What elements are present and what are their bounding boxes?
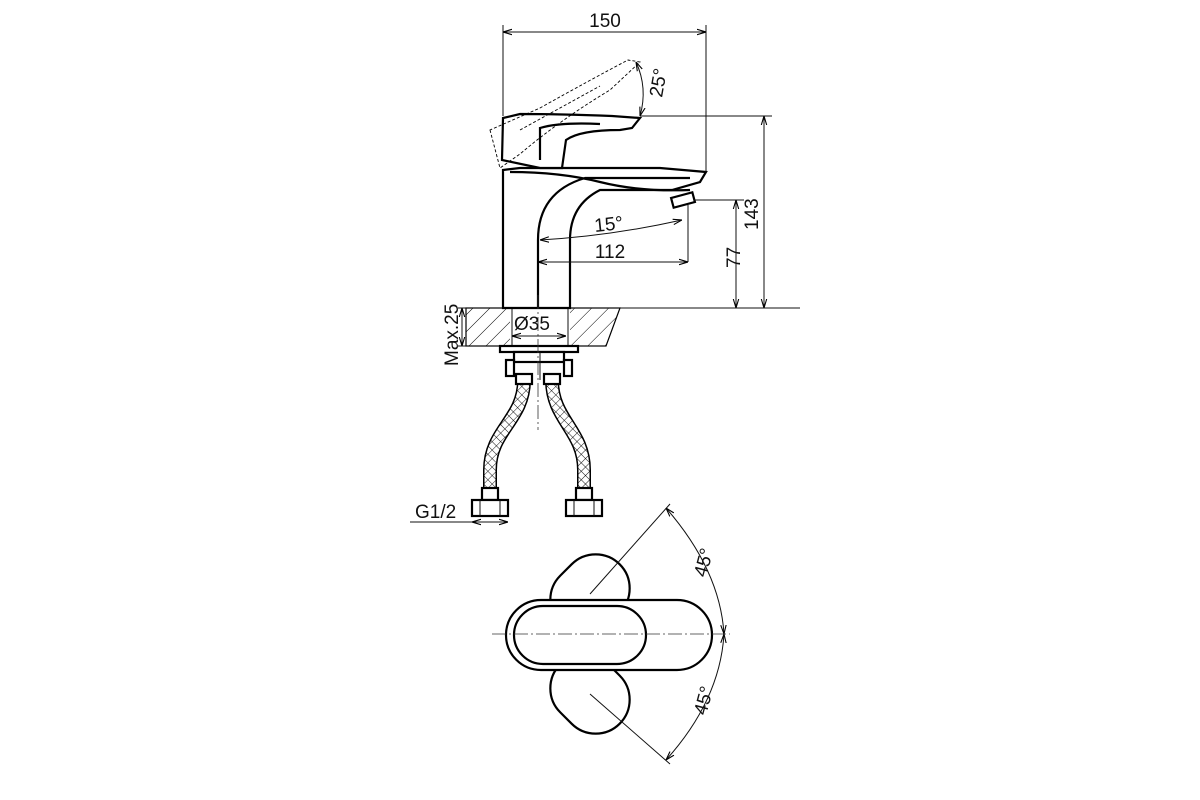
faucet-body	[501, 166, 708, 310]
dim-label-112: 112	[595, 242, 625, 263]
top-view	[492, 503, 730, 765]
countertop-section	[465, 306, 800, 348]
dim-connection-thread: G1/2	[410, 502, 508, 523]
mounting-nut	[498, 344, 580, 380]
dim-spout-reach: 112	[538, 242, 688, 263]
dim-lever-angle: 25°	[636, 62, 672, 116]
flexible-hoses	[470, 372, 604, 518]
lever-handle	[500, 112, 643, 170]
dim-overall-width: 150	[502, 11, 707, 172]
dim-label-143: 143	[742, 198, 763, 230]
dim-label-77: 77	[724, 247, 745, 268]
dim-label-15-deg: 15°	[593, 213, 624, 237]
dim-label-25-deg: 25°	[646, 67, 672, 99]
dim-label-d35: Ø35	[514, 314, 550, 335]
dim-spout-angle: 15°	[540, 205, 689, 262]
dim-max-thickness: Max.25	[442, 304, 466, 366]
dim-label-max25: Max.25	[442, 304, 463, 366]
dim-label-g12: G1/2	[415, 502, 456, 523]
dim-spout-height: 77	[694, 199, 745, 308]
dim-label-150: 150	[589, 11, 621, 32]
dim-hole-diameter: Ø35	[512, 314, 566, 336]
dim-label-45-top: 45°	[691, 546, 719, 579]
lever-raised-ghost	[489, 59, 641, 169]
dim-overall-height: 143	[640, 115, 772, 308]
dim-label-45-bottom: 45°	[691, 684, 719, 717]
